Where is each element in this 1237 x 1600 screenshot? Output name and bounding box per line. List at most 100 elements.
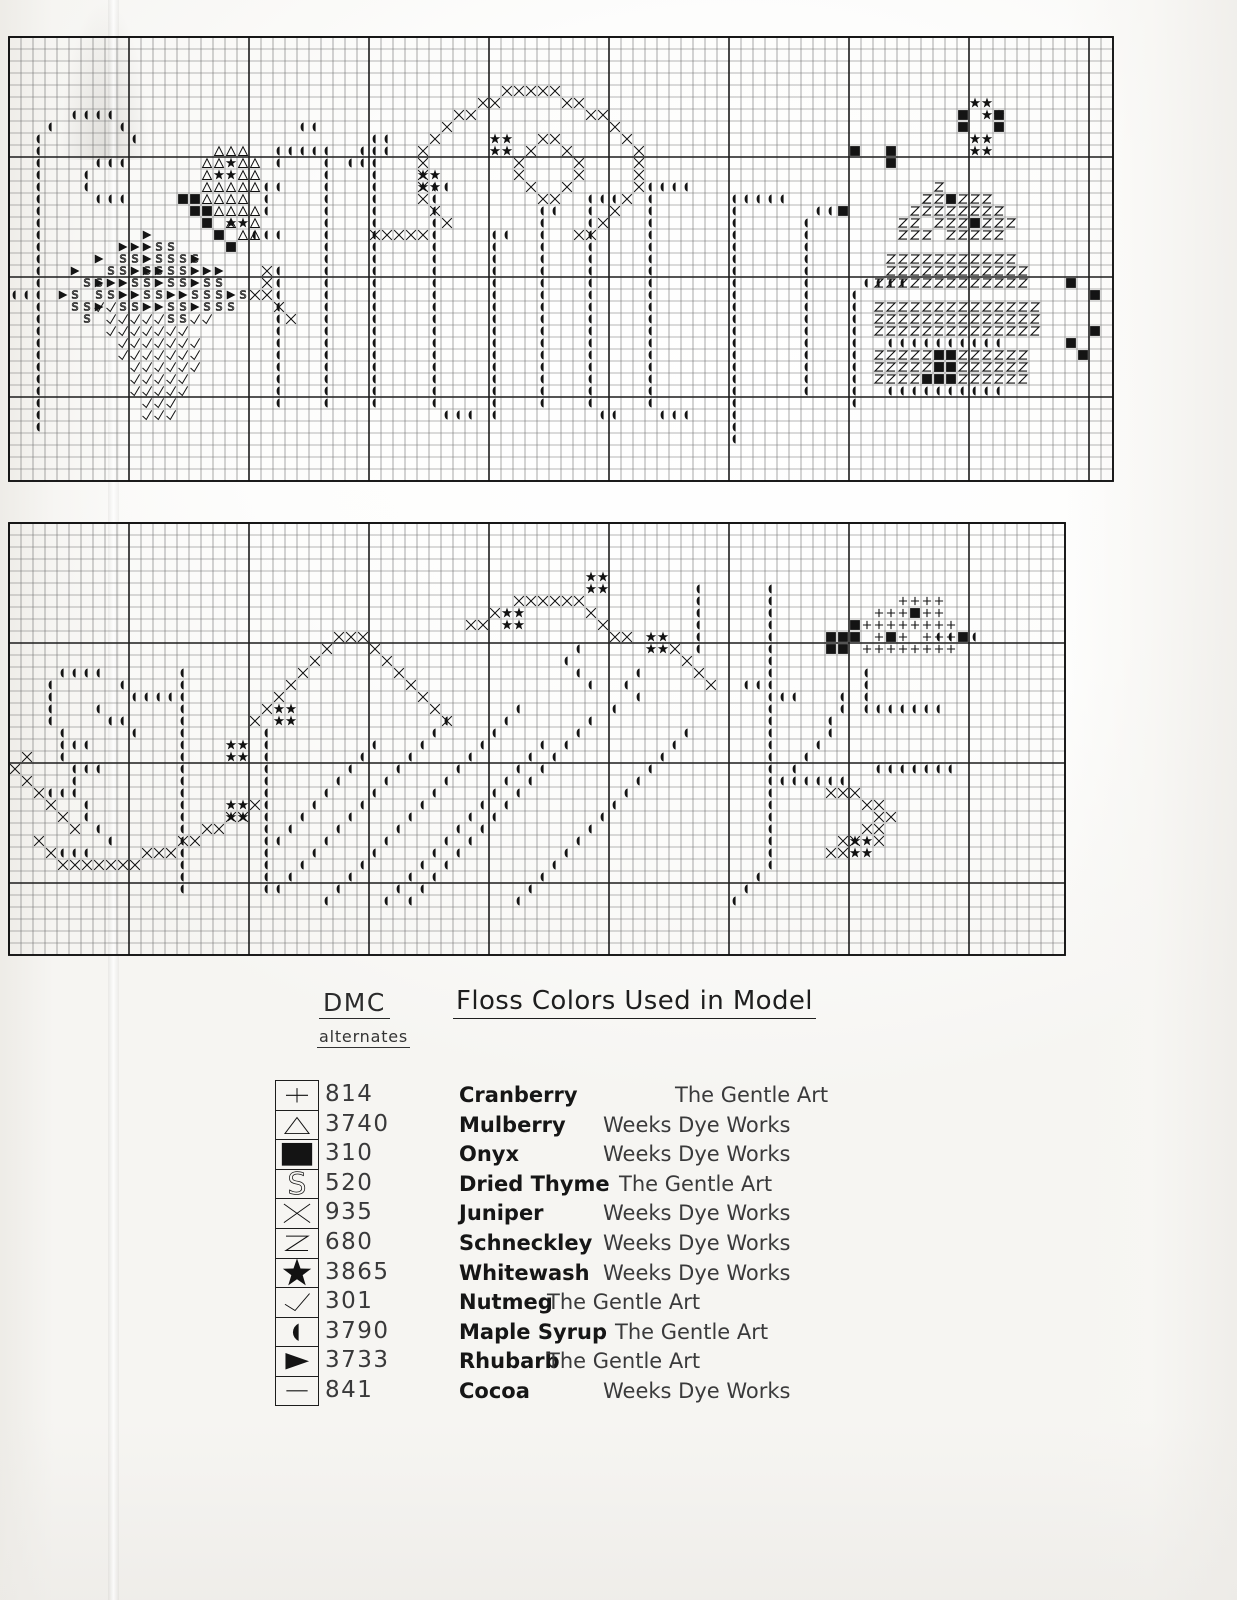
svg-text:S: S <box>155 253 162 266</box>
pattern-chart-bottom <box>8 522 1066 956</box>
svg-text:S: S <box>71 301 78 314</box>
svg-text:S: S <box>203 289 210 302</box>
triangle-right-symbol <box>275 1346 319 1376</box>
svg-text:S: S <box>179 277 186 290</box>
dmc-number: 3733 <box>325 1347 390 1374</box>
svg-text:S: S <box>215 277 222 290</box>
dash-symbol <box>275 1375 319 1406</box>
floss-brand: Weeks Dye Works <box>603 1378 791 1403</box>
stitch-layer: SSSSSSSSSSSSSSSSSSSSSSSSSSSSSSSSSSSSSSSS… <box>12 85 1100 444</box>
alternates-heading: alternates <box>317 1027 411 1048</box>
floss-name: Rhubarb <box>459 1349 560 1374</box>
svg-text:S: S <box>107 289 114 302</box>
page-shade-bottom <box>0 1420 1237 1600</box>
floss-brand: Weeks Dye Works <box>603 1201 791 1226</box>
svg-text:S: S <box>119 301 126 314</box>
svg-text:S: S <box>167 265 174 278</box>
floss-name: Dried Thyme <box>459 1171 610 1196</box>
floss-name: Juniper <box>459 1201 544 1226</box>
floss-name: Maple Syrup <box>459 1319 608 1344</box>
svg-text:S: S <box>215 289 222 302</box>
svg-text:S: S <box>155 289 162 302</box>
floss-name: Mulberry <box>459 1112 566 1137</box>
floss-brand: Weeks Dye Works <box>603 1260 791 1285</box>
floss-colors-heading: Floss Colors Used in Model <box>453 986 816 1019</box>
svg-text:S: S <box>83 277 90 290</box>
svg-text:S: S <box>179 253 186 266</box>
pattern-chart-top: SSSSSSSSSSSSSSSSSSSSSSSSSSSSSSSSSSSSSSSS… <box>8 36 1114 482</box>
floss-brand: Weeks Dye Works <box>603 1142 791 1167</box>
floss-name: Cocoa <box>459 1378 530 1403</box>
svg-text:S: S <box>107 265 114 278</box>
svg-text:S: S <box>131 301 138 314</box>
legend-row: 680 Schneckley Weeks Dye Works <box>275 1227 975 1258</box>
floss-brand: The Gentle Art <box>547 1349 701 1374</box>
svg-text:S: S <box>83 313 90 326</box>
svg-text:S: S <box>143 277 150 290</box>
svg-text:S: S <box>155 241 162 254</box>
dmc-number: 520 <box>325 1169 374 1196</box>
floss-brand: The Gentle Art <box>675 1083 829 1107</box>
legend-row: 3865 Whitewash Weeks Dye Works <box>275 1257 975 1288</box>
floss-name: Onyx <box>459 1142 520 1167</box>
svg-text:S: S <box>143 289 150 302</box>
legend-row: 310 Onyx Weeks Dye Works <box>275 1139 975 1169</box>
legend-row: 841 Cocoa Weeks Dye Works <box>275 1375 975 1406</box>
svg-text:S: S <box>203 301 210 314</box>
svg-text:S: S <box>179 301 186 314</box>
svg-text:S: S <box>131 277 138 290</box>
dmc-number: 3865 <box>325 1258 390 1285</box>
slash-symbol <box>275 1287 319 1317</box>
filled-square-symbol <box>275 1139 319 1169</box>
svg-text:S: S <box>179 313 186 326</box>
dmc-heading: DMC <box>319 988 390 1019</box>
dmc-number: 3790 <box>325 1317 390 1344</box>
svg-text:S: S <box>215 301 222 314</box>
svg-text:S: S <box>167 313 174 326</box>
legend-row: 814 Cranberry The Gentle Art <box>275 1080 975 1110</box>
dmc-number: 3740 <box>325 1110 390 1137</box>
cross-symbol <box>275 1198 319 1228</box>
svg-text:S: S <box>288 1170 307 1199</box>
dmc-number: 310 <box>325 1140 374 1167</box>
legend-row: 935 Juniper Weeks Dye Works <box>275 1198 975 1228</box>
floss-brand: The Gentle Art <box>615 1319 769 1344</box>
half-circle-symbol <box>275 1316 319 1347</box>
svg-text:S: S <box>227 301 234 314</box>
star-symbol <box>275 1257 319 1288</box>
svg-text:S: S <box>95 289 102 302</box>
s-symbol: S <box>275 1168 319 1199</box>
svg-text:S: S <box>167 277 174 290</box>
floss-name: Whitewash <box>459 1260 590 1285</box>
floss-name: Schneckley <box>459 1230 593 1255</box>
dmc-number: 935 <box>325 1199 374 1226</box>
svg-text:S: S <box>167 253 174 266</box>
svg-text:S: S <box>83 301 90 314</box>
svg-text:S: S <box>167 241 174 254</box>
floss-name: Cranberry <box>459 1083 578 1107</box>
dmc-number: 841 <box>325 1376 374 1403</box>
svg-text:S: S <box>179 265 186 278</box>
svg-text:S: S <box>119 265 126 278</box>
legend-row: 3790 Maple Syrup The Gentle Art <box>275 1316 975 1347</box>
dmc-number: 814 <box>325 1081 374 1107</box>
floss-brand: Weeks Dye Works <box>603 1112 791 1137</box>
dmc-number: 680 <box>325 1228 374 1255</box>
plus-symbol <box>275 1080 319 1110</box>
triangle-symbol <box>275 1109 319 1140</box>
svg-text:S: S <box>131 253 138 266</box>
floss-brand: The Gentle Art <box>547 1290 701 1315</box>
dmc-number: 301 <box>325 1288 374 1315</box>
floss-name: Nutmeg <box>459 1290 553 1315</box>
svg-text:S: S <box>119 253 126 266</box>
z-symbol <box>275 1227 319 1258</box>
svg-text:S: S <box>167 301 174 314</box>
svg-text:S: S <box>71 289 78 302</box>
floss-brand: Weeks Dye Works <box>603 1230 791 1255</box>
floss-legend: DMC alternates Floss Colors Used in Mode… <box>275 986 975 1406</box>
legend-headings: DMC alternates Floss Colors Used in Mode… <box>275 986 975 1058</box>
